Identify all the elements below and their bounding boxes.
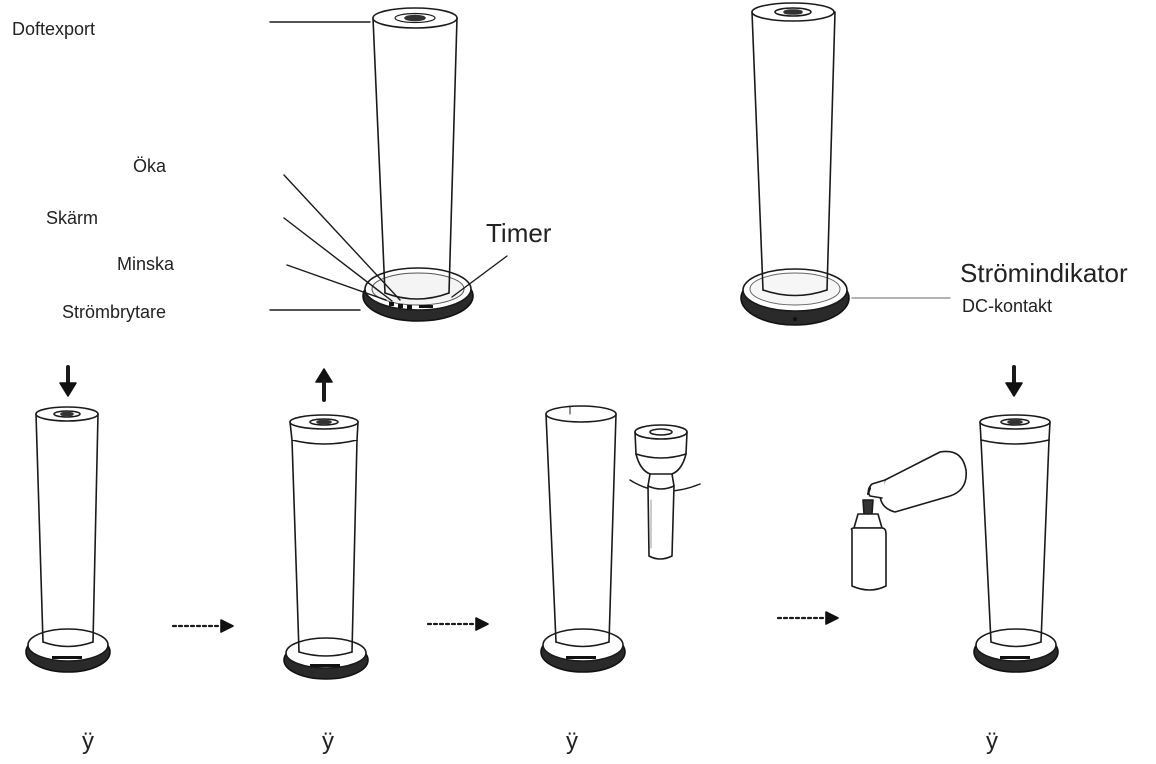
refill-bottles (850, 450, 967, 591)
dotted-arrow-icon (426, 617, 489, 631)
label-oka: Öka (133, 156, 167, 176)
label-stromindikator: Strömindikator (960, 258, 1128, 288)
down-arrow-icon (59, 365, 77, 397)
dotted-arrow-icon (776, 611, 839, 625)
label-strombrytare: Strömbrytare (62, 302, 167, 322)
step-1-device (25, 406, 111, 673)
step-3-marker: ÿ (566, 728, 578, 755)
device-back-view (740, 2, 951, 326)
step-2-device (283, 414, 369, 680)
up-arrow-icon (315, 368, 333, 402)
device-front-view (362, 7, 474, 322)
dotted-arrow-icon (171, 619, 234, 633)
label-skarm: Skärm (46, 208, 99, 228)
label-timer: Timer (486, 218, 552, 248)
down-arrow-icon (1005, 365, 1023, 397)
step-2-marker: ÿ (322, 728, 334, 755)
step-1-marker: ÿ (82, 728, 94, 755)
label-dc-kontakt: DC-kontakt (962, 296, 1053, 316)
nebulizer-module (629, 424, 701, 560)
step-3-device (540, 405, 626, 673)
label-doftexport: Doftexport (12, 19, 96, 39)
step-4-marker: ÿ (986, 728, 998, 755)
label-minska: Minska (117, 254, 175, 274)
step-4-device (973, 414, 1059, 673)
leader-lines (269, 21, 508, 311)
